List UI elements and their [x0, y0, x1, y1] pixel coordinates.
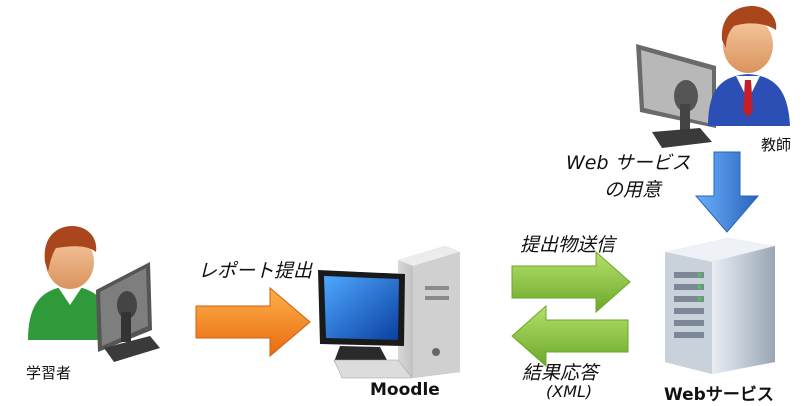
moodle-label: Moodle [370, 380, 440, 400]
teacher-monitor [636, 44, 716, 148]
send-submission-label: 提出物送信 [520, 234, 616, 256]
result-response-sublabel: (XML) [546, 382, 593, 401]
learner-monitor [96, 262, 160, 362]
report-submit-arrow [195, 286, 311, 358]
result-response-label: 結果応答 [522, 362, 599, 384]
web-server [665, 238, 775, 374]
learner-figure [28, 226, 160, 362]
prepare-service-arrow [694, 151, 760, 233]
moodle-computer [318, 246, 460, 379]
teacher-figure [636, 6, 790, 148]
teacher-label: 教師 [761, 136, 792, 154]
send-submission-arrow [511, 250, 631, 314]
learner-label: 学習者 [26, 364, 72, 382]
webservice-label: Webサービス [664, 385, 774, 405]
report-submit-label: レポート提出 [198, 260, 313, 282]
prepare-service-label-line1: Web サービス [566, 152, 691, 174]
result-response-arrow [511, 304, 629, 368]
prepare-service-label-line2: の用意 [604, 179, 662, 201]
